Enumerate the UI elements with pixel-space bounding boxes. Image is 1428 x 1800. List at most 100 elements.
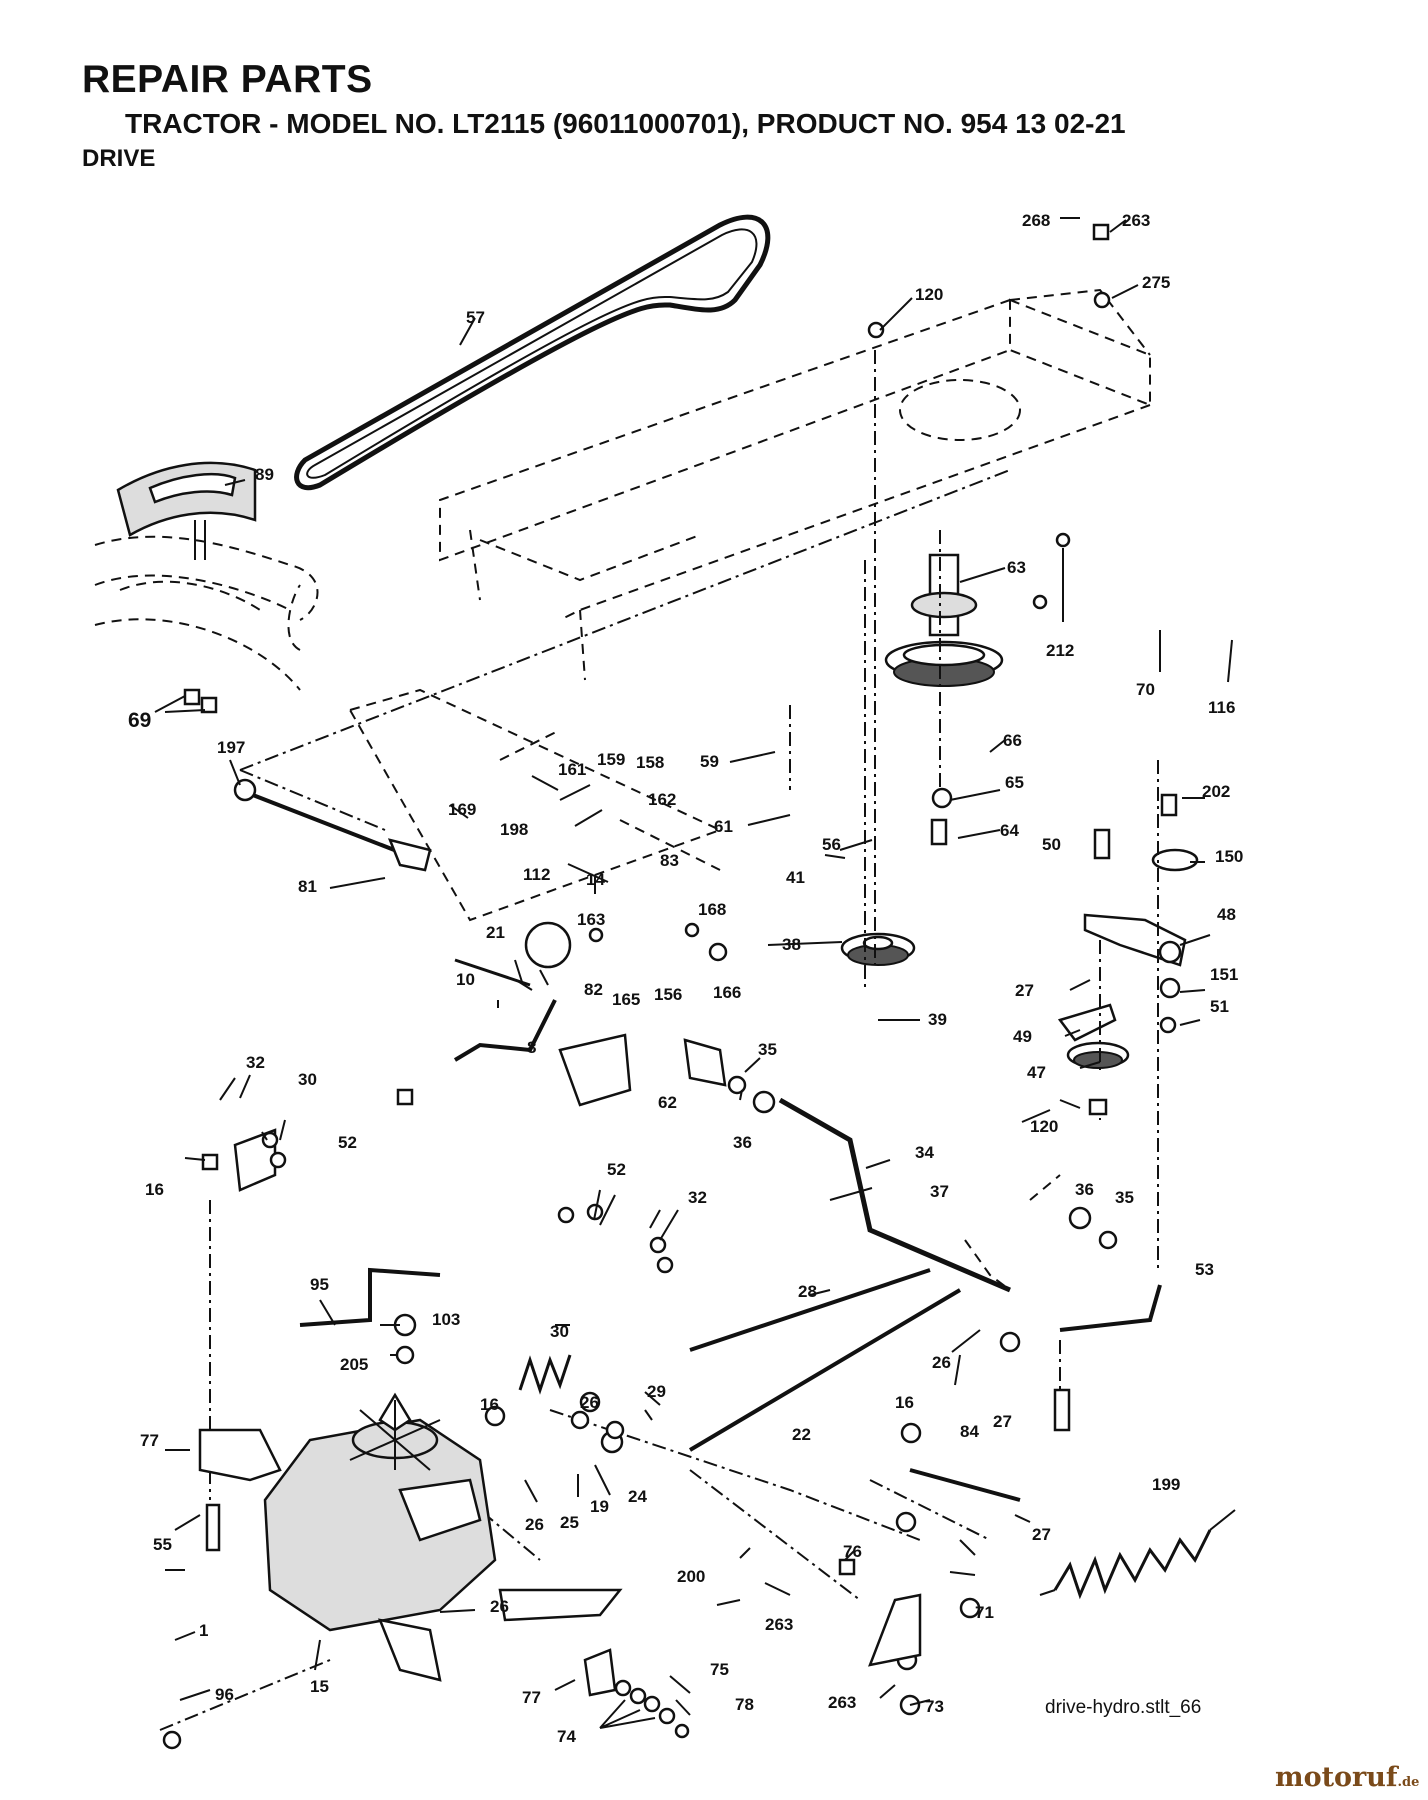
callout-169: 169	[448, 800, 476, 819]
callout-59: 59	[700, 752, 719, 771]
callout-14: 14	[586, 870, 605, 889]
callout-77b: 26	[490, 1597, 509, 1616]
callout-32b: 32	[688, 1188, 707, 1207]
callout-51: 51	[1210, 997, 1229, 1016]
callout-212: 212	[1046, 641, 1074, 660]
callout-27b: 27	[993, 1412, 1012, 1431]
drawing-filename: drive-hydro.stlt_66	[1045, 1697, 1202, 1718]
callout-22: 22	[792, 1425, 811, 1444]
callout-263c: 71	[975, 1603, 994, 1622]
callout-166: 166	[713, 983, 741, 1002]
callout-161: 161	[558, 760, 586, 779]
engine-pulley	[884, 553, 1004, 687]
callout-263: 263	[1122, 211, 1150, 230]
callout-38: 38	[782, 935, 801, 954]
callout-34: 34	[915, 1143, 934, 1162]
watermark-text: motoruf	[1275, 1762, 1398, 1793]
callout-268: 268	[1022, 211, 1050, 230]
callout-37: 37	[930, 1182, 949, 1201]
callout-205: 205	[340, 1355, 368, 1374]
callout-82: 82	[584, 980, 603, 999]
callout-1: 15	[310, 1677, 329, 1696]
tractor-frame	[439, 288, 1151, 681]
section-heading: DRIVE	[82, 145, 156, 172]
callout-26: 26	[932, 1353, 951, 1372]
callout-65: 65	[1005, 773, 1024, 792]
callout-66: 66	[1003, 731, 1022, 750]
callout-55: 199	[1152, 1475, 1180, 1494]
callout-29: 29	[647, 1382, 666, 1401]
callout-95: 95	[310, 1275, 329, 1294]
callout-32: 32	[246, 1053, 265, 1072]
callout-26c: 26	[525, 1515, 544, 1534]
callout-120b: 120	[1030, 1117, 1058, 1136]
callout-70: 70	[1136, 680, 1155, 699]
hardware-bolts	[162, 223, 1181, 1750]
callout-83: 83	[660, 851, 679, 870]
seat-plate	[116, 461, 257, 560]
shafts	[239, 788, 1162, 1502]
callout-8: 8	[527, 1038, 536, 1057]
callout-27: 27	[1015, 981, 1034, 1000]
callout-48: 48	[1217, 905, 1236, 924]
callout-61: 61	[714, 817, 733, 836]
callout-165: 165	[612, 990, 640, 1009]
callout-35: 35	[758, 1040, 777, 1059]
watermark-logo: motoruf.de	[1275, 1762, 1419, 1793]
callout-76: 78	[735, 1695, 754, 1714]
callout-198: 198	[500, 820, 528, 839]
callout-158: 158	[636, 753, 664, 772]
callout-53: 53	[1195, 1260, 1214, 1279]
callout-168: 168	[698, 900, 726, 919]
callout-10: 10	[456, 970, 475, 989]
callout-16b: 16	[480, 1395, 499, 1414]
callout-116: 116	[1208, 698, 1235, 717]
callout-15: 55	[153, 1535, 172, 1554]
page-title: REPAIR PARTS	[82, 58, 373, 101]
callout-199: 27	[1032, 1525, 1051, 1544]
callout-84: 84	[960, 1422, 979, 1441]
callout-159: 159	[597, 750, 625, 769]
callout-57: 57	[466, 308, 485, 327]
watermark-domain: .de	[1397, 1775, 1420, 1790]
callout-275: 275	[1142, 273, 1170, 292]
callout-96: 1	[199, 1621, 208, 1640]
callout-16d: 73	[925, 1697, 944, 1716]
callout-69: 69	[128, 709, 151, 732]
callout-16: 16	[145, 1180, 164, 1199]
part-callouts: 268 263 275 120 57 89 63 212 70 116 69 1…	[128, 211, 1243, 1746]
callout-162: 162	[648, 790, 676, 809]
label-leaders	[154, 217, 1233, 1729]
callout-202: 202	[1202, 782, 1230, 801]
callout-112: 112	[523, 865, 550, 884]
callout-150: 150	[1215, 847, 1243, 866]
callout-21: 21	[486, 923, 505, 942]
callout-52b: 52	[607, 1160, 626, 1179]
drive-belt	[294, 214, 771, 491]
callout-50: 50	[1042, 835, 1061, 854]
callout-77: 77	[140, 1431, 159, 1450]
callout-56: 56	[822, 835, 841, 854]
callout-89: 89	[255, 465, 274, 484]
callout-197: 197	[217, 738, 245, 757]
callout-62: 62	[658, 1093, 677, 1112]
callout-16c: 16	[895, 1393, 914, 1412]
callout-156: 156	[654, 985, 682, 1004]
callout-200: 76	[843, 1542, 862, 1561]
callout-47: 47	[1027, 1063, 1046, 1082]
callout-26d: 96	[215, 1685, 234, 1704]
callout-120: 120	[915, 285, 943, 304]
callout-19: 19	[590, 1497, 609, 1516]
callout-64: 64	[1000, 821, 1019, 840]
callout-41: 41	[786, 868, 805, 887]
callout-49: 49	[1013, 1027, 1032, 1046]
callout-39: 39	[928, 1010, 947, 1029]
callout-28: 28	[798, 1282, 817, 1301]
callout-52: 52	[338, 1133, 357, 1152]
callout-71: 263	[765, 1615, 793, 1634]
callout-36b: 36	[1075, 1180, 1094, 1199]
callout-35b: 35	[1115, 1188, 1134, 1207]
callout-163: 163	[577, 910, 605, 929]
callout-63: 63	[1007, 558, 1026, 577]
